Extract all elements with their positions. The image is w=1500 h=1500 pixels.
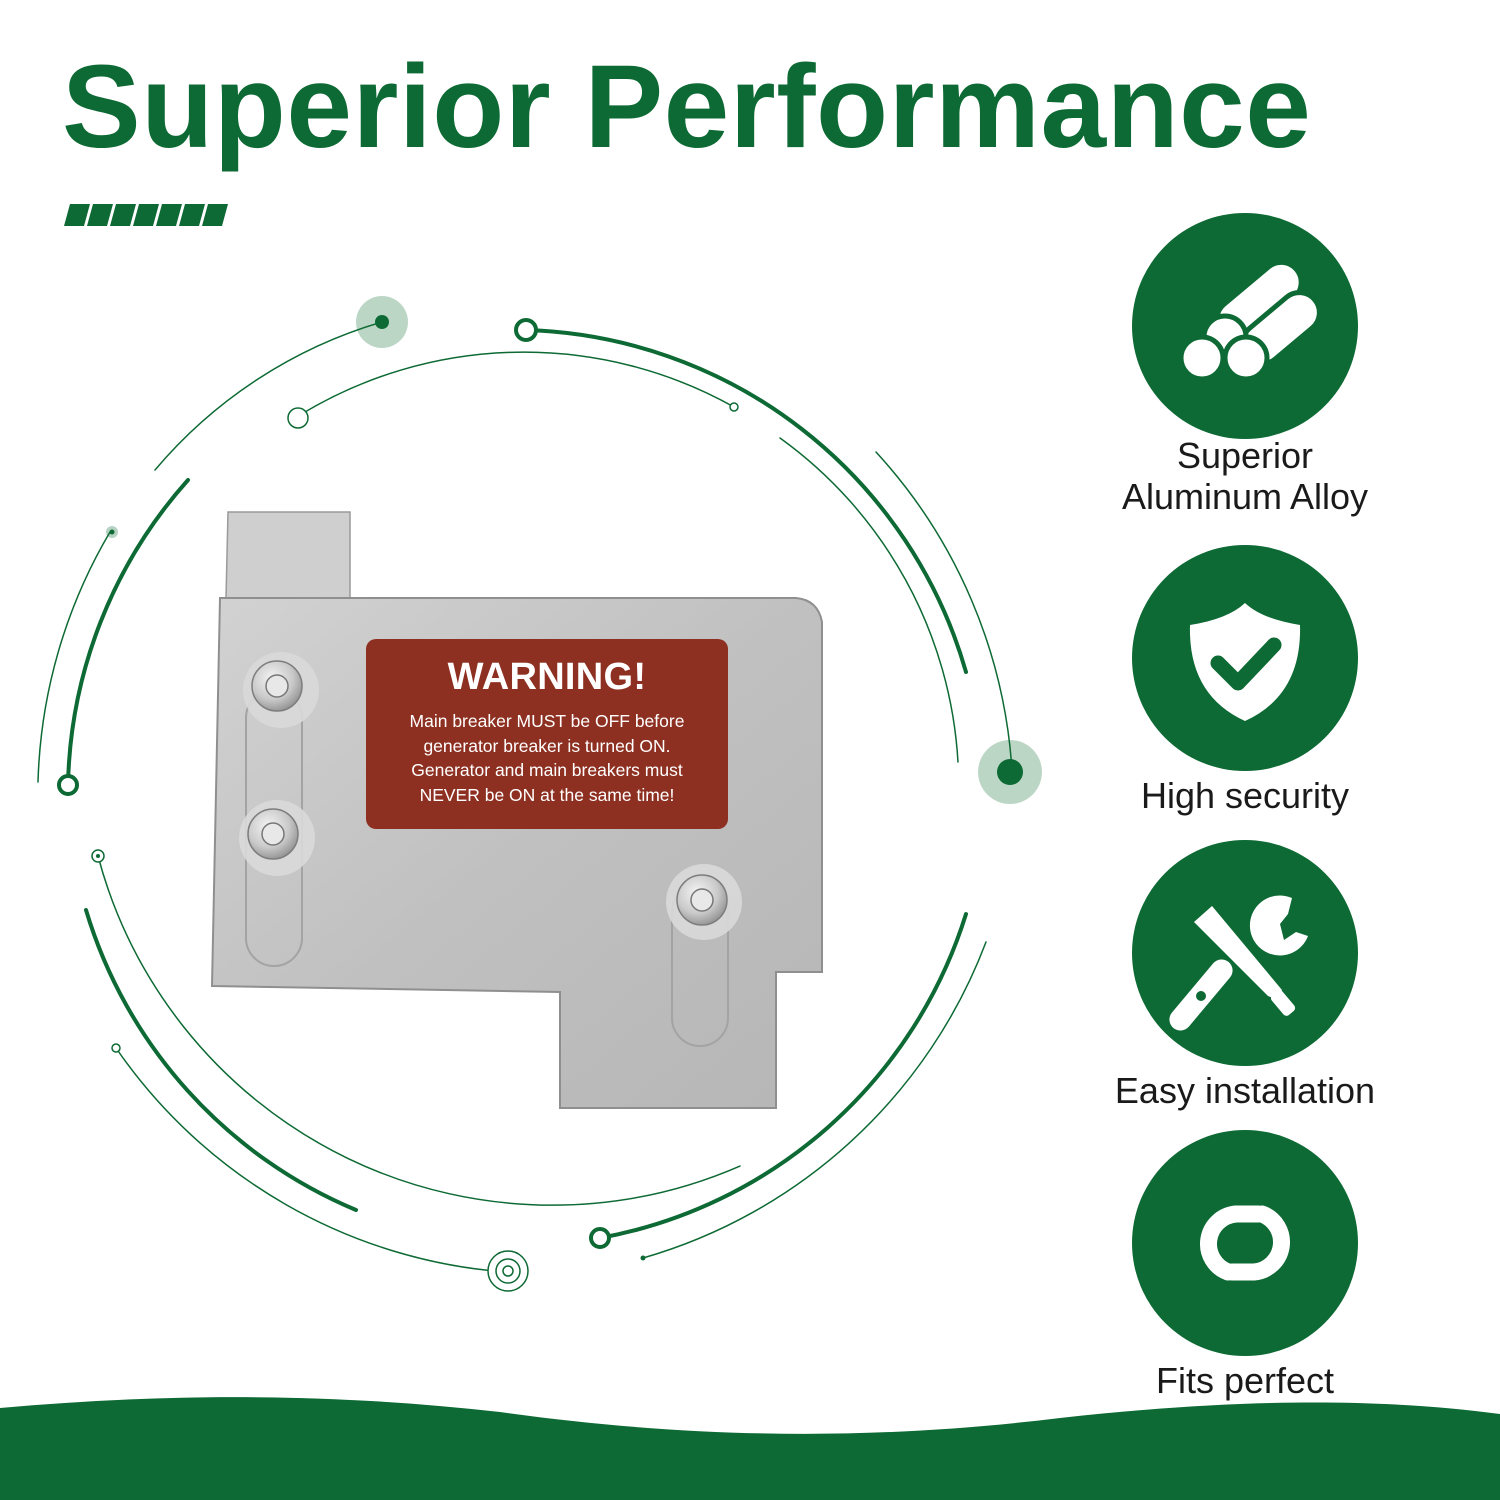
feature-badge [1132,213,1358,439]
shield-check-icon [1189,603,1301,721]
feature-badge [1132,1130,1358,1356]
decorative-rings [37,296,1042,1292]
warning-line: Generator and main breakers must [411,760,683,780]
feature-label-line: Superior [1176,435,1314,476]
aluminum-rods-icon [1178,259,1322,382]
feature-fits-perfect: Fits perfect [1090,1130,1400,1402]
page-title: Superior Performance [62,41,1312,173]
link-icon [1200,1205,1290,1281]
warning-line: generator breaker is turned ON. [423,735,671,756]
warning-label: WARNING! Main breaker MUST be OFF before… [366,639,728,829]
bottom-wave-decoration [0,1397,1500,1500]
feature-badge [1132,840,1358,1066]
feature-label-line: Aluminum Alloy [1121,476,1369,517]
warning-title: WARNING! [447,656,647,698]
feature-label: Easy installation [1114,1070,1376,1111]
warning-line: NEVER be ON at the same time! [419,784,675,805]
warning-line: Main breaker MUST be OFF before [409,711,685,731]
feature-label: High security [1140,775,1350,816]
feature-label: Fits perfect [1155,1360,1335,1401]
feature-aluminum-alloy: Superior Aluminum Alloy [1090,213,1400,517]
feature-easy-installation: Easy installation [1090,840,1400,1112]
feature-label: Superior Aluminum Alloy [1090,435,1400,517]
stripe-decoration [64,204,228,226]
feature-badge [1132,545,1358,771]
feature-high-security: High security [1090,545,1400,817]
tools-icon [1169,895,1308,1031]
